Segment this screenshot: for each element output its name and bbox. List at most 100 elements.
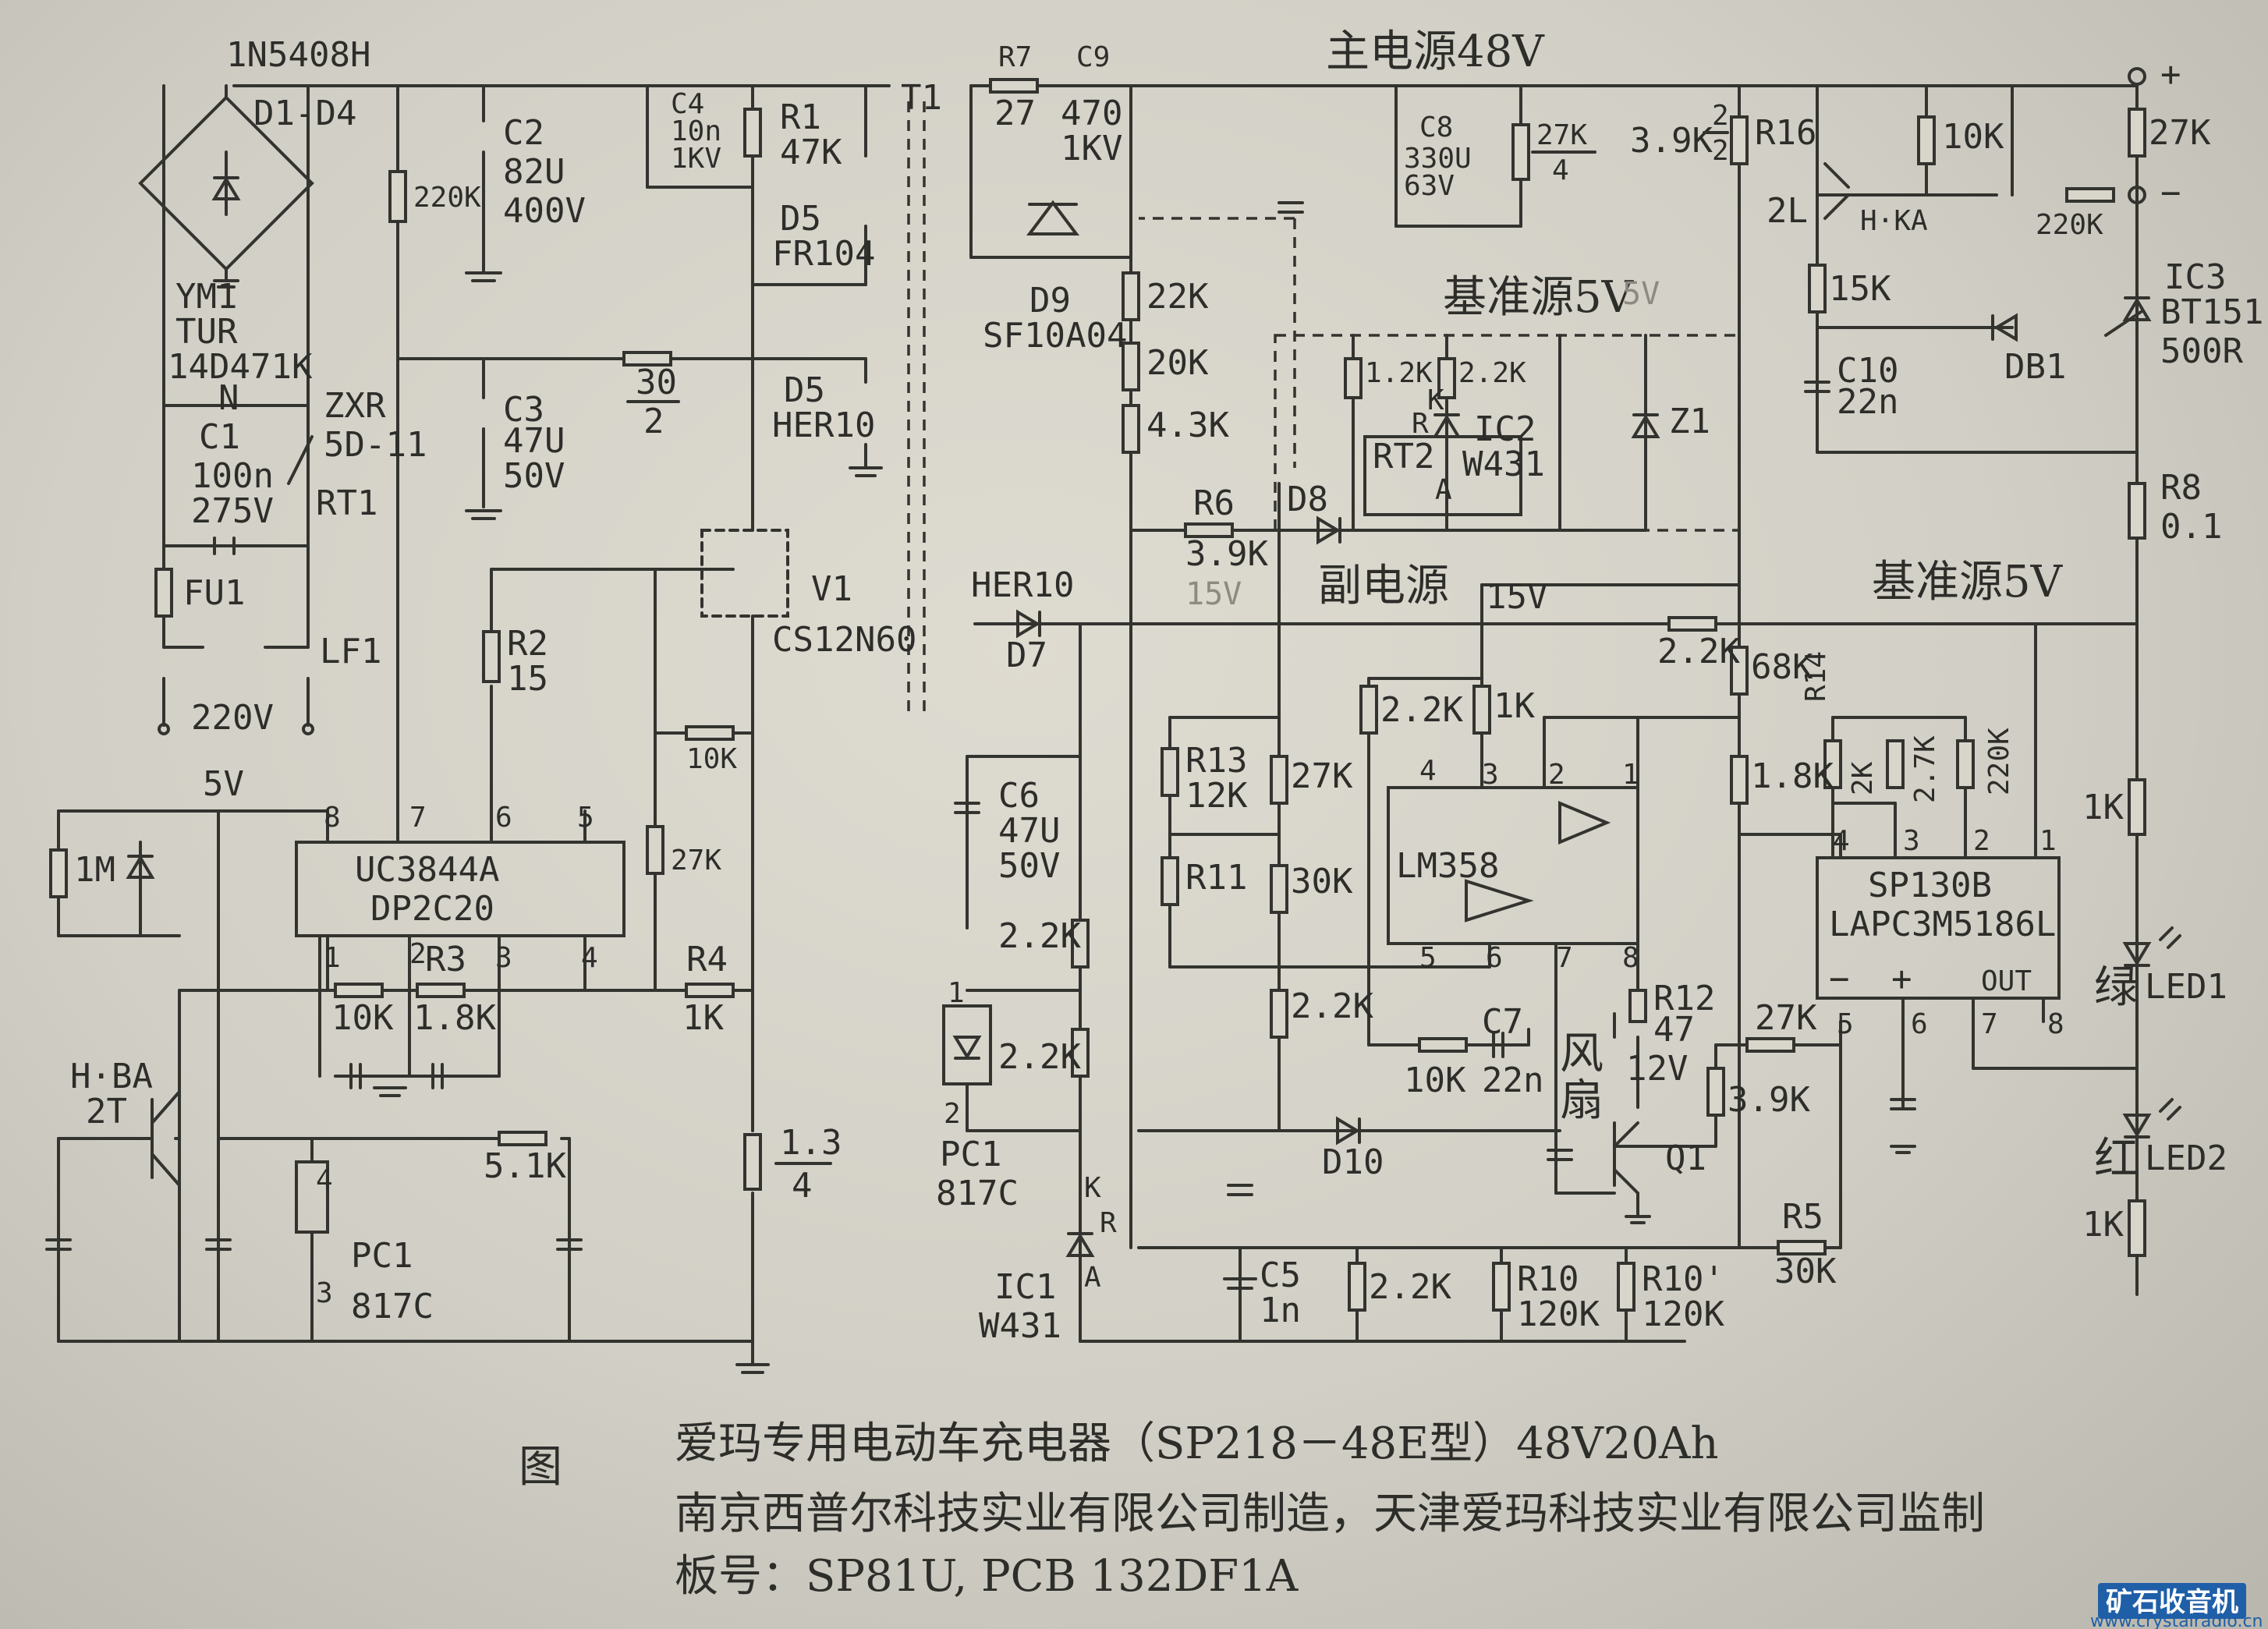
- r-15k-label: 15K: [1829, 269, 1891, 309]
- r3-value: 1.8K: [413, 998, 496, 1038]
- r-10k-uc-label: 10K: [331, 998, 394, 1038]
- led1-color-label: 绿: [2094, 962, 2138, 1013]
- d8-label: D8: [1287, 480, 1328, 519]
- ic2-ref: IC2: [1474, 409, 1536, 449]
- r-27k-mid-label: 27K: [1291, 756, 1353, 796]
- sp130b-part: SP130B: [1868, 866, 1992, 905]
- c10-ref: C10: [1837, 351, 1898, 391]
- fan-label-1: 风: [1560, 1029, 1604, 1079]
- lm358-pin-3: 3: [1482, 759, 1499, 791]
- watermark-url: www.crystalradio.cn: [2090, 1612, 2263, 1629]
- r-1-8k-label: 1.8K: [1751, 756, 1834, 796]
- r4-value: 1K: [682, 998, 724, 1038]
- sp-pin-1: 1: [2039, 825, 2057, 857]
- r-3-9k-sp-label: 3.9K: [1728, 1080, 1810, 1120]
- transformer-label: T1: [901, 78, 942, 118]
- pc1-pin-2: 2: [944, 1098, 961, 1130]
- mosfet-part: CS12N60: [772, 620, 916, 660]
- output-plus-label: +: [2160, 55, 2181, 94]
- mosfet-v1: [700, 529, 789, 618]
- ref-r-2-2k-label: 2.2K: [1458, 357, 1526, 389]
- c3-ref: C3: [503, 390, 544, 430]
- r2-value: 15: [507, 659, 548, 699]
- pc1-pin-1: 1: [948, 977, 965, 1009]
- d10-label: D10: [1322, 1142, 1384, 1182]
- uc-pin-3: 3: [495, 942, 512, 974]
- transistor-hka-label: H·KA: [1860, 205, 1928, 237]
- ic3-part: BT151: [2160, 292, 2263, 332]
- ic1-r-pin: R: [1100, 1207, 1117, 1239]
- ghost-15v-label: 15V: [1185, 576, 1242, 612]
- caption: 图 爱玛专用电动车充电器（SP218－48E型）48V20Ah 南京西普尔科技实…: [519, 1418, 1985, 1602]
- led2-label: LED2: [2145, 1139, 2227, 1178]
- site-watermark: 矿石收音机 www.crystalradio.cn: [2090, 1583, 2263, 1629]
- lm358-pin-7: 7: [1556, 942, 1573, 974]
- r-2-2k-mid-label: 2.2K: [1291, 986, 1373, 1026]
- r-27k-4-value: 27K: [1536, 119, 1587, 151]
- r11-label: R11: [1185, 858, 1247, 898]
- ic3-ref: IC3: [2164, 257, 2226, 297]
- c9-value: 470: [1061, 94, 1122, 133]
- r16-label: R16: [1755, 113, 1816, 153]
- lm358-pin-8: 8: [1622, 942, 1639, 974]
- rail-5v-label: 5V: [203, 764, 244, 804]
- c9-ref: C9: [1076, 41, 1110, 73]
- r12-ref: R12: [1653, 979, 1715, 1018]
- r-1k-led-top-label: 1K: [2082, 788, 2124, 827]
- r13-value: 12K: [1185, 776, 1248, 816]
- reference-lower-label: 基准源5V: [1872, 557, 2064, 607]
- ref-r-1-2k-label: 1.2K: [1365, 357, 1433, 389]
- watermark-badge: [2098, 1583, 2246, 1619]
- r-3-9k-frac-bottom: 2: [1712, 135, 1729, 167]
- bridge-ref-label: D1-D4: [253, 94, 356, 133]
- sp-pin-6: 6: [1911, 1008, 1928, 1040]
- r-1k-led-bot-label: 1K: [2082, 1205, 2124, 1245]
- r-2-2k-top-label: 2.2K: [1657, 632, 1740, 671]
- caption-title: 爱玛专用电动车充电器（SP218－48E型）48V20Ah: [675, 1418, 1719, 1469]
- ic3-value: 500R: [2160, 331, 2243, 371]
- sp-pin-8: 8: [2047, 1008, 2064, 1040]
- r-sense-watt: 4: [792, 1166, 813, 1206]
- lm358-pin-2: 2: [1548, 759, 1565, 791]
- uc3844-chip: [295, 841, 625, 937]
- fuse-label: FU1: [183, 573, 245, 613]
- led2-color-label: 红: [2094, 1134, 2138, 1185]
- r10-ref: R10: [1517, 1259, 1579, 1299]
- ref-a-pin: A: [1435, 474, 1452, 506]
- r3-ref: R3: [425, 940, 466, 979]
- labels: 1N5408H D1-D4 YM1 TUR 14D471K N ZXR 5D-1…: [70, 27, 2263, 1346]
- node-n-label: N: [218, 378, 239, 418]
- opto-primary-part: 817C: [351, 1287, 434, 1326]
- r-27k-gate-label: 27K: [671, 845, 721, 876]
- d5-aux-ref: D5: [784, 370, 825, 410]
- r-2-2k-bottom-label: 2.2K: [1369, 1267, 1451, 1307]
- r-1k-ref-label: 1K: [1494, 686, 1535, 726]
- r-10k-fb-label: 10K: [1404, 1061, 1466, 1100]
- r7-value: 27: [994, 94, 1036, 133]
- r-68k-label: 68K: [1751, 647, 1813, 687]
- d5-top-ref: D5: [780, 199, 821, 239]
- ghost-5v-label: 5V: [1622, 276, 1660, 312]
- uc-pin-1: 1: [324, 942, 341, 974]
- filter-label: LF1: [320, 632, 381, 671]
- r7-ref: R7: [998, 41, 1032, 73]
- uc-pin-8: 8: [324, 802, 341, 834]
- sp-out-pin: OUT: [1981, 965, 2032, 997]
- c1-ref: C1: [199, 417, 240, 457]
- r-220k-label: 220K: [413, 182, 481, 214]
- c2-value: 82U: [503, 152, 565, 192]
- opto-primary-ref: PC1: [351, 1236, 413, 1276]
- r-2-2k-a-label: 2.2K: [998, 916, 1081, 956]
- transistor-hba-label: H·BA: [70, 1057, 153, 1096]
- transistor-2l-label: 2L: [1767, 191, 1808, 231]
- r14-label: R14: [1800, 651, 1832, 702]
- r-220k-out-label: 220K: [2036, 209, 2103, 241]
- rt2-label: RT2: [1373, 437, 1434, 476]
- c9-voltage: 1KV: [1061, 129, 1122, 168]
- aux-supply-label: 副电源: [1318, 561, 1449, 611]
- c2-ref: C2: [503, 113, 544, 153]
- r-2-2k-ref-label: 2.2K: [1380, 690, 1463, 730]
- output-minus-label: −: [2160, 173, 2181, 213]
- thermistor-value: 5D-11: [324, 425, 427, 465]
- d7-label: D7: [1006, 636, 1047, 675]
